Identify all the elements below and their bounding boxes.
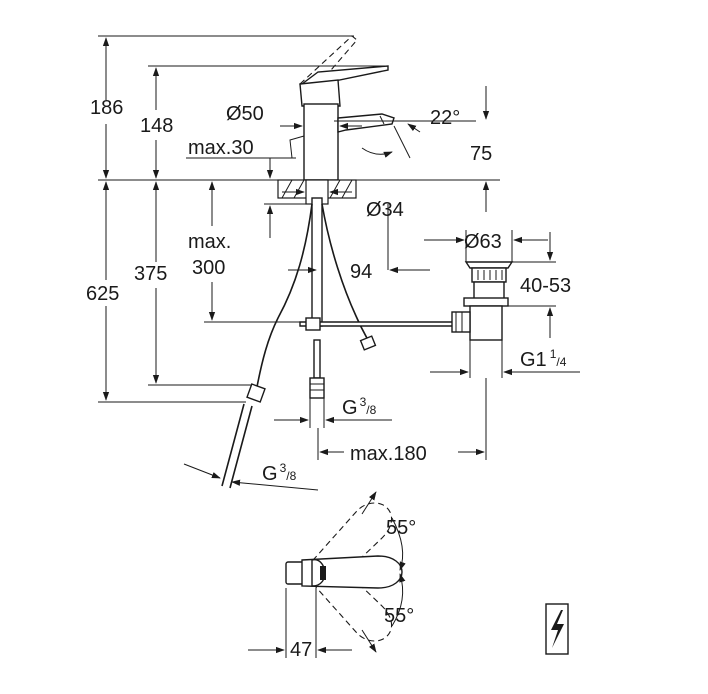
- label-diameter-50: Ø50: [226, 103, 264, 125]
- label-375: 375: [134, 263, 167, 285]
- mounting-stud: [311, 197, 323, 327]
- label-625: 625: [86, 283, 119, 305]
- label-max-180: max.180: [350, 443, 427, 465]
- top-lever: [301, 555, 403, 589]
- supply-pipe: [221, 403, 253, 489]
- label-75: 75: [470, 143, 492, 165]
- label-300: 300: [192, 257, 225, 279]
- label-angle-22: 22°: [430, 107, 460, 129]
- rear-pin: [289, 135, 305, 159]
- label-max-30: max.30: [188, 137, 254, 159]
- label-47: 47: [290, 639, 312, 661]
- label-angle-lower: 55°: [384, 605, 414, 627]
- label-94: 94: [350, 261, 372, 283]
- faucet-side-view: [221, 35, 457, 489]
- lever-base: [299, 79, 341, 107]
- label-diameter-63: Ø63: [464, 231, 502, 253]
- electric-lightning-icon: [545, 603, 569, 655]
- label-angle-upper: 55°: [386, 517, 416, 539]
- faucet-top-view: [248, 491, 406, 658]
- pull-rod: [299, 321, 457, 327]
- faucet-body: [303, 103, 339, 181]
- dimension-lines: [98, 35, 580, 491]
- label-40-53: 40-53: [520, 275, 571, 297]
- hose-left: [255, 203, 313, 393]
- dimension-labels: 186 148 Ø50 max.30 22° 75 Ø34 max. 300 9…: [86, 97, 571, 661]
- center-inlet: [313, 339, 321, 379]
- label-max: max.: [188, 231, 231, 253]
- label-diameter-34: Ø34: [366, 199, 404, 221]
- hose-right: [321, 203, 369, 341]
- pop-up-drain: [451, 261, 514, 341]
- label-148: 148: [140, 115, 173, 137]
- label-186: 186: [90, 97, 123, 119]
- spout: [337, 113, 395, 133]
